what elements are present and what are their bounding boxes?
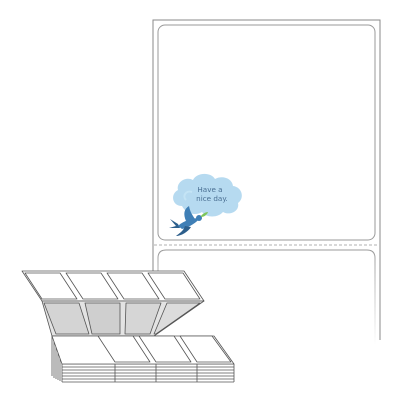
fold-label [43, 302, 90, 335]
sticker-text-line2: nice day. [196, 194, 228, 203]
sticker-text-line1: Have a [197, 185, 222, 194]
swallow-bird-icon [169, 206, 208, 236]
fold-label [153, 302, 201, 335]
stack-label [97, 335, 151, 363]
stack-top-panel [51, 335, 235, 365]
top-panel [21, 270, 205, 302]
cloud-speech-icon [173, 173, 242, 217]
stack-separators [114, 364, 198, 382]
backing-liner [152, 19, 381, 340]
stack-layers [62, 363, 235, 383]
fold-label [124, 302, 162, 335]
folding-panel [41, 300, 205, 337]
fold-label [147, 272, 201, 300]
fold-label [65, 272, 119, 300]
fold-label [24, 272, 78, 300]
fold-label [84, 302, 121, 335]
stack-label [179, 335, 232, 363]
bottom-label [157, 249, 376, 345]
stack-label [138, 335, 192, 363]
fold-label [106, 272, 160, 300]
